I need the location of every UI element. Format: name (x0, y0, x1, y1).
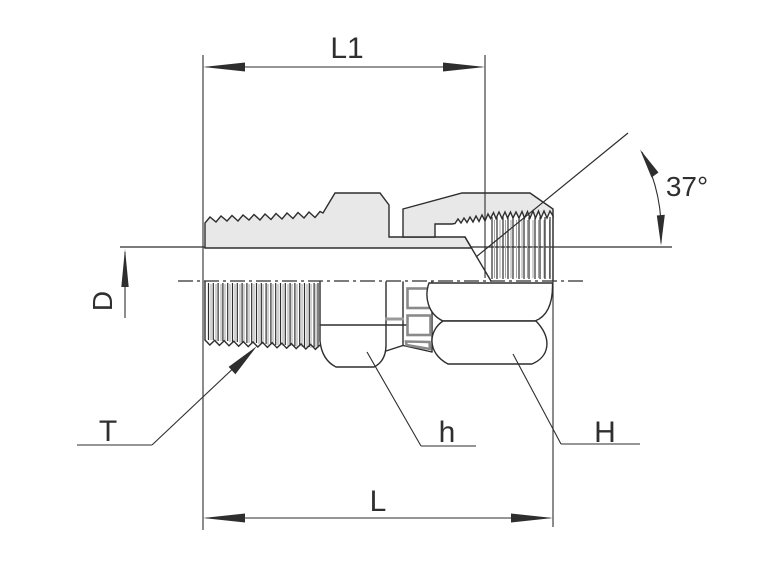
t-thread-label: T (99, 415, 117, 448)
d-arrow-up (121, 249, 129, 287)
t-leader-arrow (228, 346, 257, 375)
swivel-nut-flat-upper (426, 282, 554, 322)
t-leader-line (151, 361, 241, 446)
male-thread-lines (207, 283, 319, 347)
cap-h-leader-line (512, 353, 562, 445)
h-leader-line (366, 351, 422, 447)
collar-serration-slot-partial (404, 340, 432, 351)
flare-angle-label: 37° (666, 171, 708, 202)
body-hex-outline (319, 281, 387, 368)
swivel-nut-flat-lower (431, 320, 548, 365)
collar-serration-slot (406, 314, 432, 337)
female-thread-shade (494, 220, 550, 278)
l-dimension-label: L (370, 485, 387, 518)
male-thread-shade (210, 284, 317, 348)
l1-dimension-label: L1 (330, 32, 363, 65)
collar-bottom-edge (385, 344, 433, 353)
l-arrow-left (203, 513, 245, 523)
l1-arrow-left (203, 62, 245, 72)
cap-h-nut-label: H (594, 416, 616, 449)
l1-arrow-right (443, 62, 485, 72)
swivel-nut-section-upper (402, 192, 554, 238)
flare-seat-face (464, 236, 492, 282)
d-dimension-label: D (87, 291, 118, 311)
flare-angle-line (475, 132, 629, 258)
angle-arc-arrow-upper (640, 149, 659, 178)
h-hex-label: h (439, 416, 456, 449)
male-thread-crest-profile (204, 339, 321, 351)
l-arrow-right (511, 513, 553, 523)
female-thread-lines (491, 217, 551, 279)
body-section-upper (204, 192, 473, 249)
angle-arc-arrow-lower (656, 214, 665, 246)
